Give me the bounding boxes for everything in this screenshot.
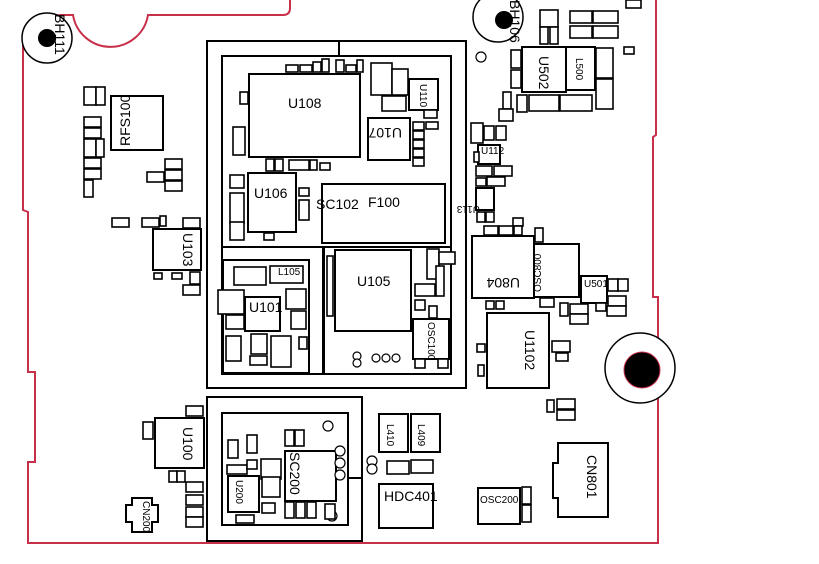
passive-components <box>83 0 642 528</box>
chip-u502: U502 <box>521 46 567 93</box>
svg-text:L105: L105 <box>278 267 301 278</box>
svg-text:BH111: BH111 <box>52 14 68 55</box>
inductor-l105: L105 <box>269 265 304 284</box>
inductor-l409: L409 <box>410 413 441 453</box>
chip-u103: U103 <box>152 228 202 271</box>
oscillator-osc100: OSC100 <box>412 318 450 361</box>
svg-text:OSC800: OSC800 <box>533 253 544 292</box>
chip-f100: F100 <box>321 183 446 244</box>
label-sc102: SC102 <box>316 196 359 212</box>
svg-text:L409: L409 <box>415 424 426 447</box>
svg-text:OSC200: OSC200 <box>480 495 519 506</box>
svg-text:U103: U103 <box>180 233 196 267</box>
oscillator-osc200: OSC200 <box>477 487 521 525</box>
chip-u108: U108 <box>248 73 361 158</box>
connector-cn801: CN801 <box>552 442 609 518</box>
svg-text:U501: U501 <box>584 279 608 290</box>
module-rfs100: RFS100 <box>110 94 164 151</box>
svg-text:U110: U110 <box>417 84 428 108</box>
chip-u1102: U1102 <box>486 312 550 389</box>
chip-u113: U113 <box>456 187 495 214</box>
svg-text:U101: U101 <box>249 299 283 315</box>
mounting-hole-right <box>604 332 676 404</box>
inductor-l410: L410 <box>378 413 409 453</box>
chip-u107: U107 <box>367 117 411 161</box>
mounting-hole-bh106: BH106 <box>472 0 524 43</box>
svg-text:CN200: CN200 <box>140 501 151 533</box>
svg-text:U200: U200 <box>233 480 244 504</box>
chip-u110: U110 <box>408 78 439 111</box>
svg-text:BH106: BH106 <box>507 0 523 43</box>
svg-text:U112: U112 <box>481 146 505 157</box>
chip-sc200: SC200 <box>284 450 337 502</box>
connector-cn200: CN200 <box>125 497 159 533</box>
chip-u112: U112 <box>477 144 505 165</box>
svg-text:SC200: SC200 <box>287 452 303 495</box>
mounting-hole-bh111: BH111 <box>21 12 73 64</box>
svg-text:U1102: U1102 <box>522 330 538 370</box>
svg-text:OSC100: OSC100 <box>425 322 436 361</box>
oscillator-osc800: OSC800 <box>533 243 580 298</box>
chip-u200: U200 <box>227 475 260 513</box>
svg-text:RFS100: RFS100 <box>117 94 133 146</box>
chip-u106: U106 <box>247 172 297 233</box>
svg-text:U113: U113 <box>456 203 480 214</box>
chip-u105: U105 <box>334 249 412 332</box>
chip-u804: U804 <box>471 235 535 299</box>
svg-text:U100: U100 <box>180 427 196 461</box>
svg-text:U106: U106 <box>254 185 288 201</box>
svg-text:L410: L410 <box>384 424 395 447</box>
svg-text:U108: U108 <box>288 95 322 111</box>
fiducial <box>475 51 487 63</box>
chip-u101: U101 <box>244 296 283 332</box>
svg-text:CN801: CN801 <box>584 455 600 499</box>
svg-text:U105: U105 <box>357 273 391 289</box>
chip-u100: U100 <box>154 417 205 469</box>
svg-text:HDC401: HDC401 <box>384 488 438 504</box>
chip-hdc401: HDC401 <box>378 483 438 529</box>
chip-u501: U501 <box>580 275 608 304</box>
svg-text:U107: U107 <box>368 125 402 141</box>
svg-text:U502: U502 <box>536 56 552 90</box>
svg-text:F100: F100 <box>368 194 400 210</box>
svg-text:U804: U804 <box>486 275 520 291</box>
board-outline <box>22 0 659 544</box>
inductor-l500: L500 <box>565 46 596 91</box>
svg-text:L500: L500 <box>573 58 584 81</box>
